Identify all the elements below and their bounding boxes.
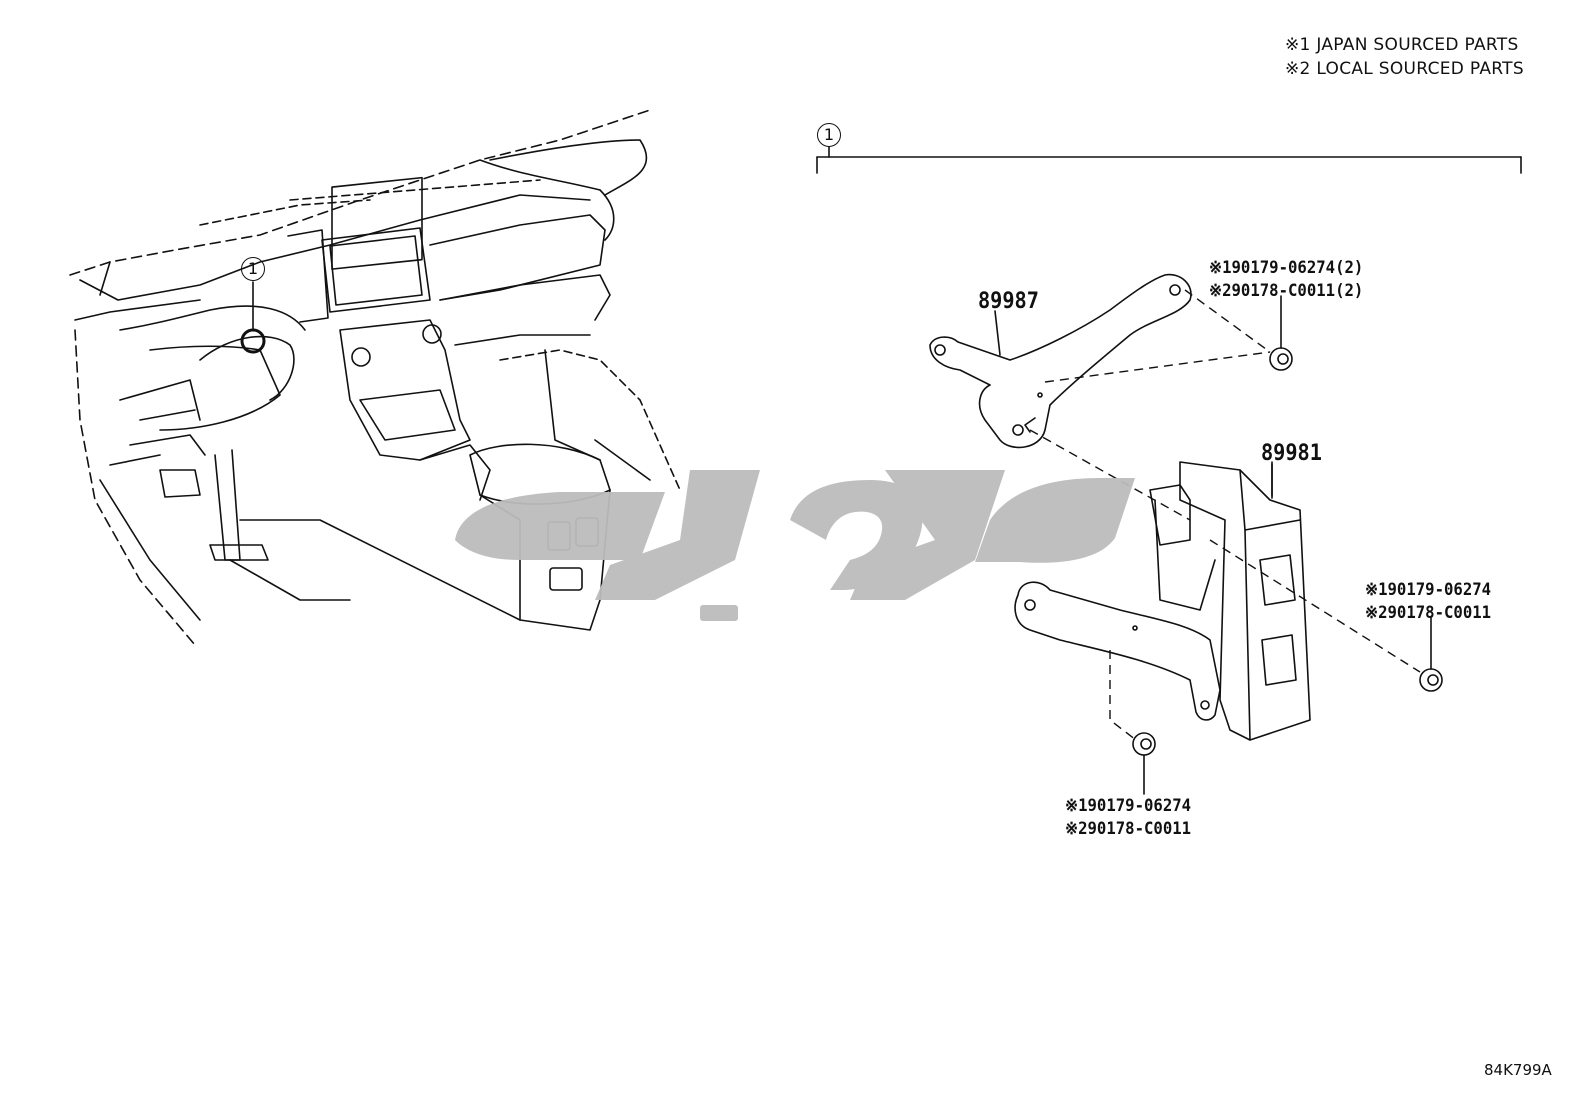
assembly-lines (1029, 289, 1421, 741)
nut-right (1419, 617, 1443, 692)
callout-ref-dashboard: 1 (241, 257, 265, 281)
note-local-sourced: ※2 LOCAL SOURCED PARTS (1285, 59, 1524, 79)
fastener-right-local[interactable]: ※290178-C0011 (1365, 603, 1492, 623)
callout-bracket-line (816, 146, 1522, 174)
fastener-top-japan[interactable]: ※190179-06274(2) (1209, 258, 1364, 278)
dashboard-illustration (69, 109, 681, 646)
bracket-89987 (929, 273, 1192, 449)
fastener-right-japan[interactable]: ※190179-06274 (1365, 580, 1492, 600)
fastener-top-local[interactable]: ※290178-C0011(2) (1209, 281, 1364, 301)
callout-ref-main: 1 (817, 123, 841, 147)
fastener-bottom-local[interactable]: ※290178-C0011 (1065, 819, 1192, 839)
note-japan-sourced: ※1 JAPAN SOURCED PARTS (1285, 35, 1519, 55)
watermark-logo (455, 470, 1135, 621)
ecu-89981 (1149, 461, 1311, 741)
nut-bottom (1132, 732, 1156, 795)
nut-top (1269, 295, 1293, 371)
fastener-bottom-japan[interactable]: ※190179-06274 (1065, 796, 1192, 816)
part-number-89987[interactable]: 89987 (978, 289, 1039, 314)
part-number-89981[interactable]: 89981 (1261, 441, 1322, 466)
figure-code: 84K799A (1484, 1061, 1552, 1079)
bracket-lower (1014, 581, 1221, 721)
